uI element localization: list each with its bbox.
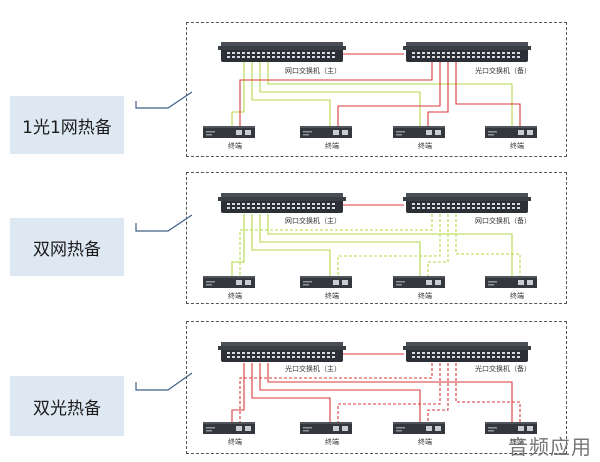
- terminal-2-2-label: 终端: [325, 292, 339, 300]
- watermark: 音频应用: [508, 435, 592, 459]
- terminal-3-4-label: 终端: [510, 438, 524, 446]
- terminal-1-4-label: 终端: [510, 142, 524, 150]
- switch-2b-label: 网口交换机（备）: [475, 217, 531, 225]
- switch-3a: [218, 342, 346, 362]
- terminal-3-1: [203, 422, 255, 434]
- terminal-1-3-label: 终端: [418, 142, 432, 150]
- switch-2a: [218, 193, 346, 213]
- terminal-3-2: [300, 422, 352, 434]
- terminal-2-3: [393, 276, 445, 288]
- switch-2b: [403, 193, 531, 213]
- terminal-1-4: [485, 126, 537, 138]
- section-label-1: 1光1网热备: [10, 96, 124, 154]
- connector-2: [135, 214, 193, 232]
- switch-3b-label: 光口交换机（备）: [475, 365, 531, 373]
- terminal-2-4-label: 终端: [510, 292, 524, 300]
- terminal-3-2-label: 终端: [325, 438, 339, 446]
- diagram-panel-2: [186, 172, 567, 304]
- switch-1a-label: 网口交换机（主）: [285, 67, 341, 75]
- connector-3: [135, 372, 193, 391]
- diagram-panel-3: [186, 321, 567, 454]
- terminal-2-3-label: 终端: [418, 292, 432, 300]
- terminal-3-3-label: 终端: [418, 438, 432, 446]
- terminal-2-2: [300, 276, 352, 288]
- switch-3a-label: 光口交换机（主）: [285, 365, 341, 373]
- terminal-1-1-label: 终端: [228, 142, 242, 150]
- switch-3b: [403, 342, 531, 362]
- terminal-2-4: [485, 276, 537, 288]
- terminal-3-1-label: 终端: [228, 438, 242, 446]
- terminal-1-3: [393, 126, 445, 138]
- terminal-1-2: [300, 126, 352, 138]
- diagram-panel-1: [186, 22, 567, 157]
- switch-1a: [218, 42, 346, 62]
- section-label-2: 双网热备: [10, 218, 124, 276]
- switch-1b: [403, 42, 531, 62]
- connector-1: [135, 91, 193, 109]
- terminal-1-1: [203, 126, 255, 138]
- terminal-2-1-label: 终端: [228, 292, 242, 300]
- switch-1b-label: 光口交换机（备）: [475, 67, 531, 75]
- terminal-1-2-label: 终端: [325, 142, 339, 150]
- terminal-2-1: [203, 276, 255, 288]
- switch-2a-label: 网口交换机（主）: [285, 217, 341, 225]
- terminal-3-3: [393, 422, 445, 434]
- section-label-3: 双光热备: [10, 376, 124, 436]
